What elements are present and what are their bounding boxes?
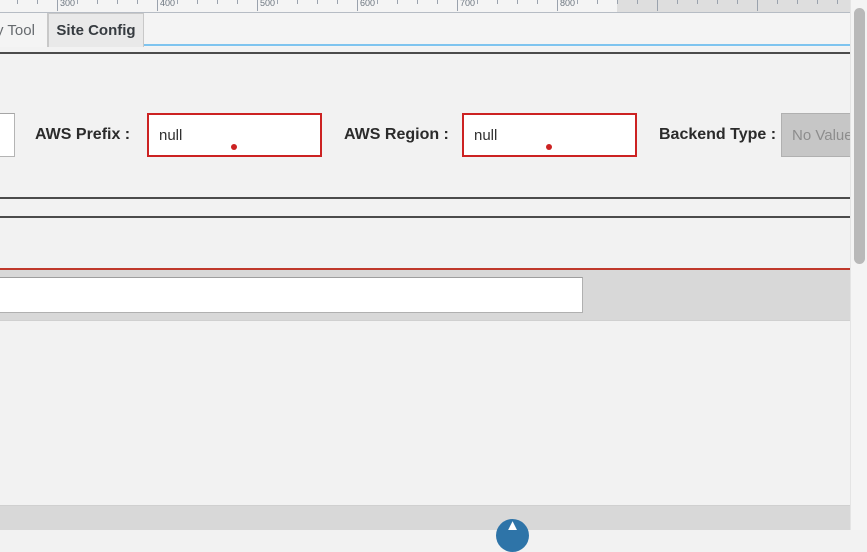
section-gap-2 — [0, 218, 867, 268]
ruler-tick-minor — [577, 0, 578, 4]
ruler-tick-minor — [777, 0, 778, 4]
ruler-tick-minor — [217, 0, 218, 4]
ruler-tick-minor — [117, 0, 118, 4]
ruler-label: 600 — [360, 0, 376, 8]
ruler-tick-minor — [397, 0, 398, 4]
field-aws-prefix-error-dot — [231, 144, 237, 150]
ruler-tick-minor — [417, 0, 418, 4]
ruler-tick-minor — [517, 0, 518, 4]
ruler-active-region — [0, 0, 617, 13]
ruler-tick-minor — [537, 0, 538, 4]
ruler-tick-minor — [797, 0, 798, 4]
content-empty-area — [0, 321, 867, 506]
footer-top-divider — [0, 505, 867, 506]
ruler-tick-minor — [277, 0, 278, 4]
section-gap-1 — [0, 199, 867, 216]
ruler-tick-minor — [477, 0, 478, 4]
field-backend-type-label: Backend Type : — [659, 126, 777, 143]
ruler-tick-minor — [197, 0, 198, 4]
search-band-bottom-divider — [0, 320, 867, 321]
field-backend-type-placeholder: No Value — [792, 126, 853, 144]
tabstrip-bottom-divider — [0, 52, 867, 54]
tab-accent-underline — [0, 44, 867, 46]
ruler-tick-minor — [237, 0, 238, 4]
ruler-tick-major — [357, 0, 358, 11]
ruler-tick-minor — [837, 0, 838, 4]
field-aws-prefix-label: AWS Prefix : — [35, 126, 131, 143]
section-divider-lower-rule — [0, 216, 867, 218]
ruler-tick-minor — [377, 0, 378, 4]
search-input[interactable] — [0, 277, 583, 313]
section-divider-upper-rule — [0, 197, 867, 199]
section-divider-upper — [0, 197, 867, 199]
ruler-label: 300 — [60, 0, 76, 8]
field-aws-region-label: AWS Region : — [344, 126, 449, 143]
ruler-tick-minor — [337, 0, 338, 4]
ruler-tick-major — [457, 0, 458, 11]
ruler-label: 500 — [260, 0, 276, 8]
ruler-tick-minor — [317, 0, 318, 4]
field-aws-region-value: null — [474, 126, 498, 144]
vertical-scrollbar-thumb[interactable] — [854, 8, 865, 264]
config-form-panel: AWS Prefix : null AWS Region : null Back… — [0, 55, 867, 197]
upload-arrow-icon[interactable]: ▲ — [496, 519, 529, 552]
footer-bar — [0, 506, 853, 530]
tab-site-config[interactable]: Site Config — [48, 13, 144, 47]
tab-bar: y Tool Site Config — [0, 13, 867, 47]
field-aws-prefix-value: null — [159, 126, 183, 144]
ruler-tick-minor — [677, 0, 678, 4]
ruler-tick-major — [557, 0, 558, 11]
field-left-cutoff-input[interactable] — [0, 113, 15, 157]
ruler-tick-major — [757, 0, 758, 11]
ruler-tick-minor — [97, 0, 98, 4]
tab-site-config-label: Site Config — [56, 22, 136, 39]
ruler-tick-major — [257, 0, 258, 11]
ruler-tick-minor — [297, 0, 298, 4]
ruler-tick-minor — [637, 0, 638, 4]
ruler-tick-minor — [77, 0, 78, 4]
ruler-tick-minor — [717, 0, 718, 4]
tab-bar-filler — [145, 13, 867, 47]
ruler-inactive-region — [617, 0, 867, 13]
ruler-tick-minor — [817, 0, 818, 4]
ruler-label: 800 — [560, 0, 576, 8]
ruler: 300 400 500 600 700 800 — [0, 0, 867, 13]
ruler-tick-minor — [697, 0, 698, 4]
ruler-tick-major — [657, 0, 658, 11]
ruler-tick-minor — [597, 0, 598, 4]
ruler-tick-minor — [437, 0, 438, 4]
vertical-scrollbar[interactable] — [850, 0, 867, 530]
tab-deploy-tool-label: y Tool — [0, 21, 35, 39]
ruler-tick-minor — [737, 0, 738, 4]
field-aws-region-input[interactable]: null — [462, 113, 637, 157]
field-aws-region-error-dot — [546, 144, 552, 150]
ruler-tick-minor — [37, 0, 38, 4]
search-band — [0, 270, 853, 320]
tab-deploy-tool[interactable]: y Tool — [0, 13, 48, 47]
ruler-label: 700 — [460, 0, 476, 8]
ruler-tick-minor — [17, 0, 18, 4]
ruler-tick-minor — [497, 0, 498, 4]
ruler-tick-major — [57, 0, 58, 11]
ruler-tick-minor — [617, 0, 618, 4]
validation-red-rule — [0, 268, 867, 270]
upload-arrow-glyph: ▲ — [505, 519, 520, 534]
ruler-tick-minor — [177, 0, 178, 4]
ruler-label: 400 — [160, 0, 176, 8]
ruler-tick-minor — [137, 0, 138, 4]
field-aws-prefix-input[interactable]: null — [147, 113, 322, 157]
ruler-tick-major — [157, 0, 158, 11]
